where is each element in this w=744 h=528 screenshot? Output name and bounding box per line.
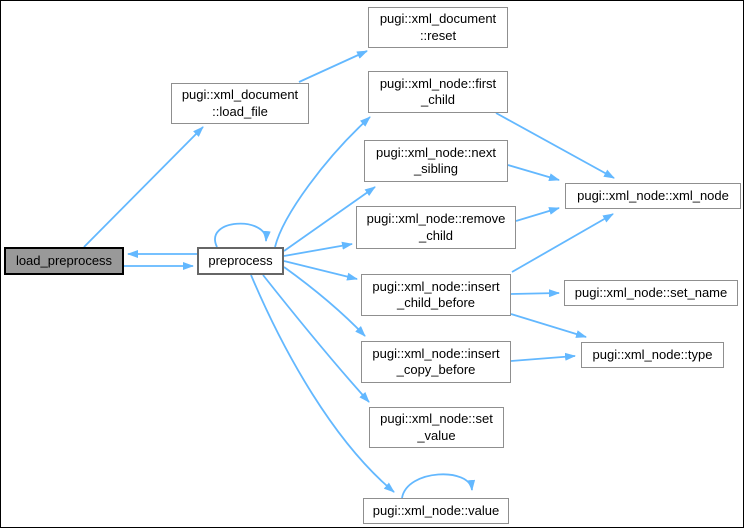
edge-preprocess-to-insert_child_before <box>283 260 358 281</box>
edge-insert_child_before-to-xml_node <box>511 213 614 273</box>
edge-preprocess-to-insert_copy_before <box>283 266 366 337</box>
edge-insert_child_before-to-set_name <box>510 289 560 298</box>
node-xml-node-xml-node[interactable]: pugi::xml_node::xml_node <box>565 183 741 209</box>
node-xml-node-set-name[interactable]: pugi::xml_node::set_name <box>564 280 738 306</box>
node-xml-node-type[interactable]: pugi::xml_node::type <box>581 342 724 368</box>
edge-value-to-value <box>401 473 476 499</box>
node-xml-node-set-value[interactable]: pugi::xml_node::set _value <box>369 407 504 448</box>
node-xml-node-insert-child-before[interactable]: pugi::xml_node::insert _child_before <box>361 274 511 316</box>
node-preprocess[interactable]: preprocess <box>197 247 284 275</box>
node-xml-document-reset[interactable]: pugi::xml_document ::reset <box>368 7 508 48</box>
edge-first_child-to-xml_node <box>495 112 615 179</box>
edge-insert_copy_before-to-type <box>510 352 576 362</box>
edge-preprocess-to-remove_child <box>283 241 353 257</box>
node-xml-node-insert-copy-before[interactable]: pugi::xml_node::insert _copy_before <box>361 341 511 383</box>
edge-remove_child-to-xml_node <box>515 207 560 222</box>
edge-preprocess-to-set_value <box>262 274 370 403</box>
node-xml-node-value[interactable]: pugi::xml_node::value <box>363 498 509 524</box>
edge-load_preprocess-to-load_file <box>83 126 204 248</box>
edge-insert_child_before-to-type <box>510 313 587 338</box>
edge-next_sibling-to-xml_node <box>507 164 560 182</box>
edge-load_file-to-reset <box>298 50 368 83</box>
edge-preprocess-to-preprocess <box>214 222 271 248</box>
node-xml-node-first-child[interactable]: pugi::xml_node::first _child <box>368 71 508 113</box>
node-load-preprocess[interactable]: load_preprocess <box>4 247 124 275</box>
node-xml-node-next-sibling[interactable]: pugi::xml_node::next _sibling <box>364 140 508 182</box>
node-xml-node-remove-child[interactable]: pugi::xml_node::remove _child <box>356 206 516 249</box>
node-xml-document-load-file[interactable]: pugi::xml_document ::load_file <box>171 83 309 124</box>
